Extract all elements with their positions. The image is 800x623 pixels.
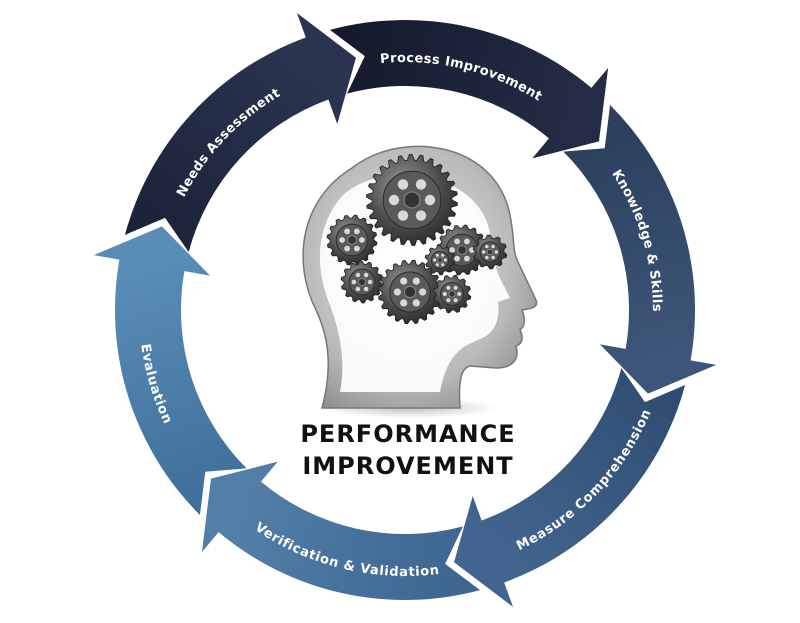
gear-far-right [472, 234, 508, 270]
cycle-arrow-evaluation [93, 226, 247, 516]
gear-left [326, 214, 378, 266]
cycle-arrow-measure-comprehension [454, 367, 686, 607]
cycle-arrow-knowledge-and-skills [563, 104, 717, 394]
gear-center-lower [377, 259, 443, 325]
gear-large-top [366, 153, 458, 247]
gear-left-lower [340, 260, 384, 304]
center-title-line-2: IMPROVEMENT [302, 452, 513, 480]
cycle-arrow-verification-and-validation [201, 461, 481, 600]
cycle-arrows [93, 13, 717, 607]
gears-cluster [326, 153, 508, 325]
gear-right-small [432, 274, 472, 314]
center-title-line-1: PERFORMANCE [300, 420, 515, 448]
head-with-gears-icon [302, 145, 538, 418]
cycle-arrow-process-improvement [329, 20, 609, 159]
cycle-arrow-needs-assessment [124, 13, 356, 253]
gear-tiny [424, 244, 456, 276]
